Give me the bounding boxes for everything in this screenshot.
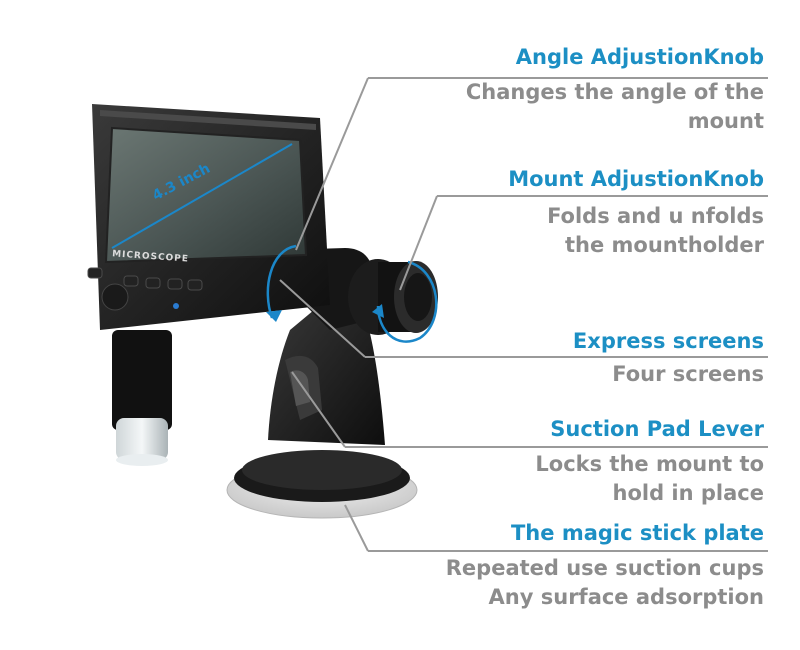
annotation-mount-knob: Mount AdjustionKnob Folds and u nfolds t…	[508, 166, 764, 260]
display-unit	[87, 104, 330, 330]
leader-line-suction-lever	[345, 446, 768, 448]
annotation-express-screens: Express screens Four screens	[573, 328, 764, 389]
annotation-description: Changes the angle of the mount	[465, 80, 764, 133]
leader-line-express-screens	[365, 356, 768, 358]
lens-tube	[112, 330, 172, 466]
annotation-description: Folds and u nfolds the mountholder	[547, 204, 764, 257]
leader-line-mount-knob	[437, 195, 768, 197]
annotation-description: Repeated use suction cups Any surface ad…	[445, 556, 764, 609]
annotation-suction-lever: Suction Pad Lever Locks the mount to hol…	[535, 416, 764, 508]
annotation-angle-knob: Angle AdjustionKnob Changes the angle of…	[466, 44, 764, 136]
annotation-title: Angle AdjustionKnob	[515, 45, 764, 69]
leader-line-angle-knob	[368, 77, 768, 79]
annotation-title: The magic stick plate	[510, 521, 764, 545]
annotation-title: Suction Pad Lever	[550, 417, 764, 441]
annotation-title: Express screens	[572, 329, 764, 353]
annotation-description: Locks the mount to hold in place	[535, 452, 764, 505]
annotation-stick-plate: The magic stick plate Repeated use sucti…	[446, 520, 764, 612]
annotation-description: Four screens	[612, 362, 764, 386]
leader-lines	[279, 77, 438, 552]
rotation-arrow-icon	[266, 244, 438, 343]
annotation-title: Mount AdjustionKnob	[508, 167, 764, 191]
leader-line-stick-plate	[368, 550, 768, 552]
suction-pad	[226, 450, 418, 519]
